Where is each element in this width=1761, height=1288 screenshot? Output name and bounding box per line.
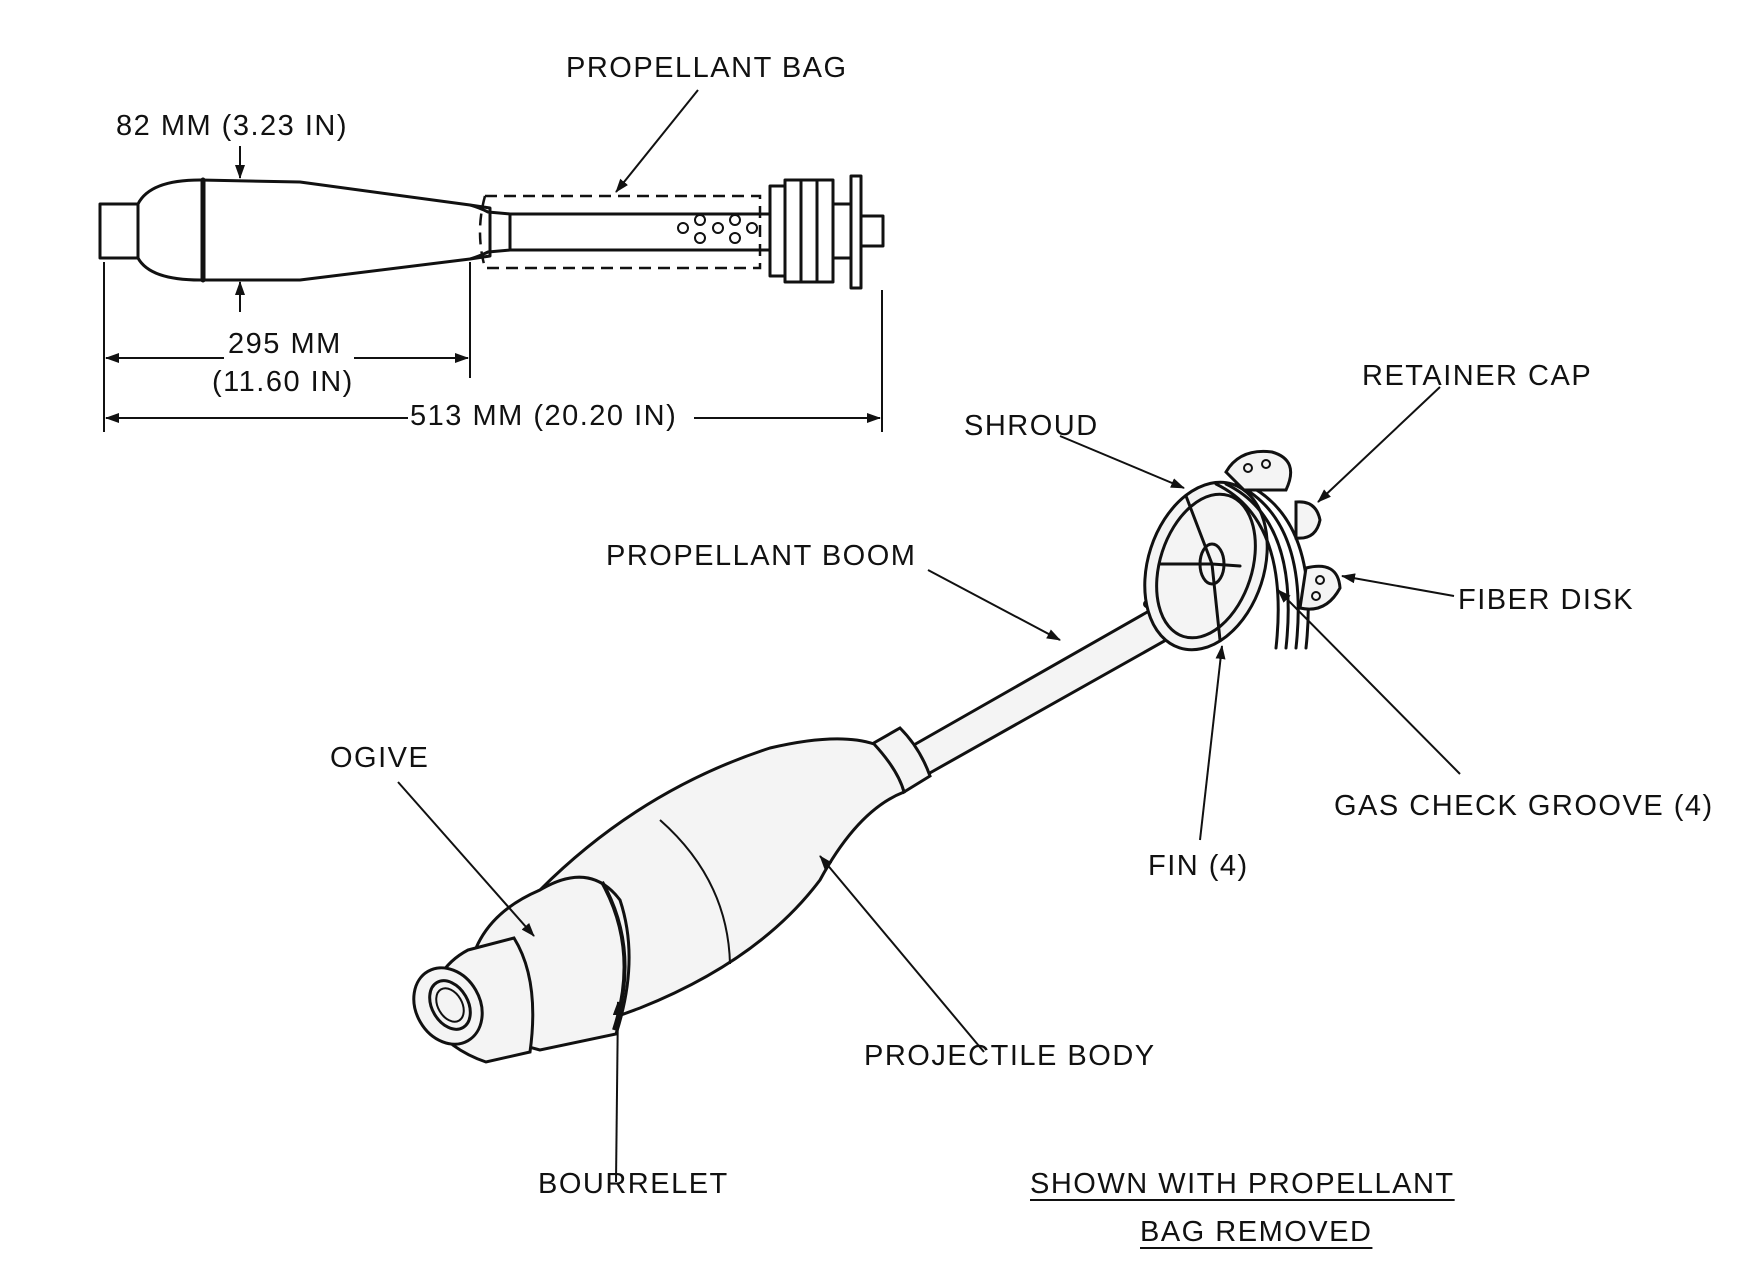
persp-fiber-disk-bottom [1298,564,1342,611]
note-line2: BAG REMOVED [1140,1216,1373,1248]
label-length-total: 513 MM (20.20 IN) [410,400,678,432]
side-dimensions [103,89,883,432]
side-fuze [98,202,140,260]
label-length-body-in: (11.60 IN) [212,366,354,398]
side-boom-holes [677,214,758,244]
label-projectile-body: PROJECTILE BODY [864,1040,1156,1072]
persp-retainer-cap [1294,500,1322,540]
perspective-view-drawing [397,386,1461,1183]
label-shroud: SHROUD [964,410,1099,442]
label-propellant-boom: PROPELLANT BOOM [606,540,917,572]
label-diameter: 82 MM (3.23 IN) [116,110,348,142]
label-ogive: OGIVE [330,742,430,774]
label-bourrelet: BOURRELET [538,1168,729,1200]
side-fin-assembly [768,174,885,290]
label-gas-check-groove: GAS CHECK GROOVE (4) [1334,790,1714,822]
label-fiber-disk: FIBER DISK [1458,584,1635,616]
label-length-body-mm: 295 MM [228,328,342,360]
side-propellant-bag [478,194,762,270]
label-propellant-bag: PROPELLANT BAG [566,52,848,84]
persp-fiber-disk-top [1224,449,1293,492]
label-fin: FIN (4) [1148,850,1249,882]
persp-body-seam [659,819,731,965]
persp-fin-assembly [1143,449,1342,652]
note-line1: SHOWN WITH PROPELLANT [1030,1168,1455,1200]
persp-leaders [397,386,1461,1183]
side-projectile-body [136,178,492,282]
side-view-drawing [98,89,885,432]
label-retainer-cap: RETAINER CAP [1362,360,1593,392]
